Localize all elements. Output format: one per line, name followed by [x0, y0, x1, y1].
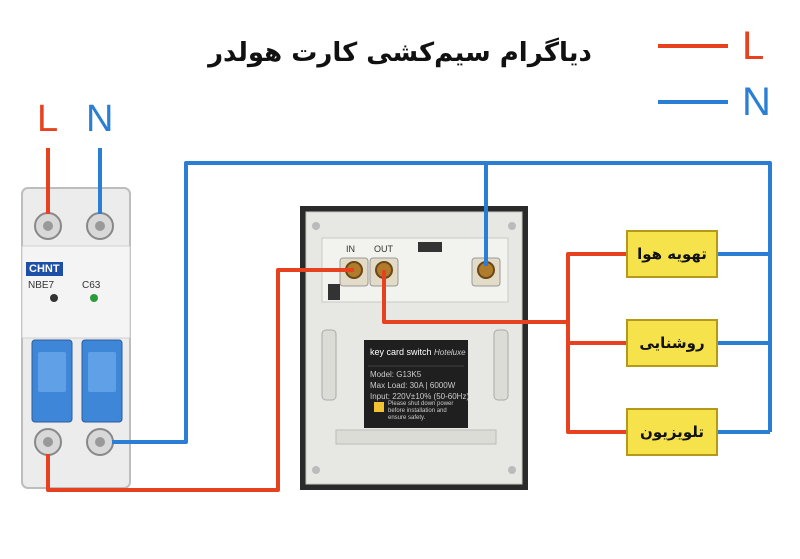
page-title: دیاگرام سیم‌کشی کارت هولدر	[208, 38, 592, 68]
wires	[46, 44, 772, 492]
key-card-switch	[300, 206, 528, 490]
plate-warning: Please shut down power before installati…	[388, 401, 454, 421]
breaker-l-label: L	[37, 98, 59, 140]
load-ventilation: تهویه هوا	[626, 230, 718, 278]
plate-brand: Hoteluxe	[434, 348, 466, 357]
plate-input: Input: 220V±10% (50-60Hz)	[370, 392, 470, 401]
plate-title: key card switch	[370, 347, 432, 357]
breaker-rating: C63	[82, 280, 101, 291]
switch-in-label: IN	[346, 244, 355, 254]
breaker-brand: CHNT	[26, 262, 63, 276]
legend-neutral-label: N	[742, 80, 771, 124]
load-television: تلویزیون	[626, 408, 718, 456]
switch-out-label: OUT	[374, 244, 393, 254]
plate-load: Max Load: 30A | 6000W	[370, 381, 456, 390]
load-lighting: روشنایی	[626, 319, 718, 367]
breaker-model: NBE7	[28, 280, 55, 291]
legend-line-label: L	[742, 24, 765, 68]
breaker-n-label: N	[86, 98, 114, 140]
plate-model: Model: G13K5	[370, 370, 422, 379]
